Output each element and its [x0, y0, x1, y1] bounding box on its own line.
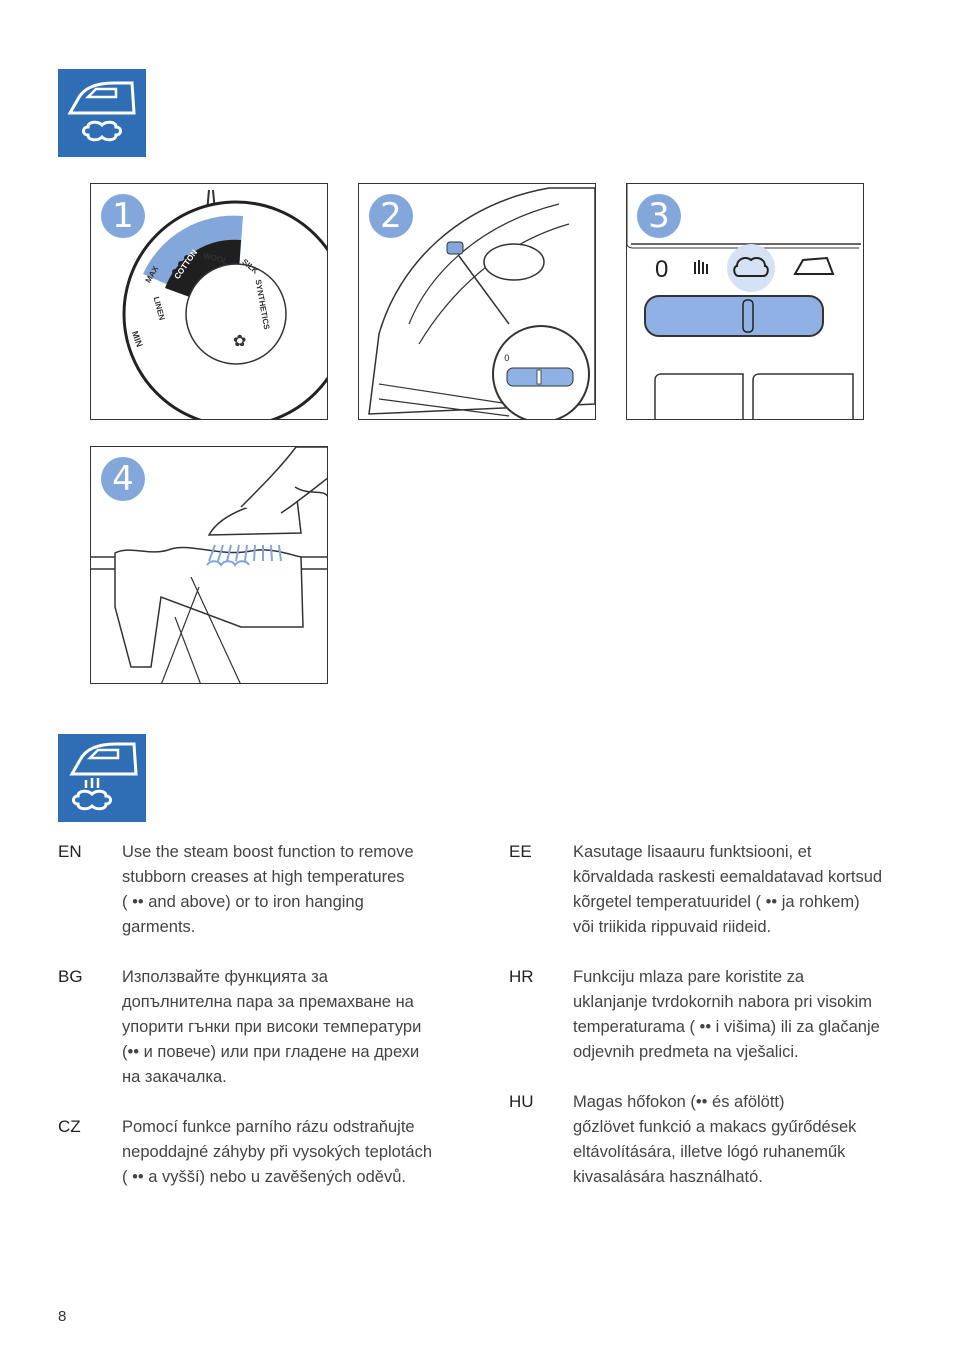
iron-steam-header-icon: [58, 69, 146, 157]
lang-code-ee: EE: [509, 842, 532, 861]
text-line: stubborn creases at high temperatures: [122, 868, 405, 886]
paragraph-cz: Pomocí funkce parního rázu odstraňujte n…: [122, 1115, 432, 1190]
step-2-panel: 2 0: [358, 183, 596, 420]
paragraph-hr: Funkciju mlaza pare koristite za uklanja…: [573, 965, 880, 1065]
step-number-2: 2: [369, 194, 413, 238]
paragraph-hu: Magas hőfokon (•• és afölött) gőzlövet f…: [573, 1090, 856, 1190]
text-line: ( •• a vyšší) nebo u zavěšených oděvů.: [122, 1168, 406, 1186]
text-line: kõrvaldada raskesti eemaldatavad kortsud: [573, 868, 883, 886]
svg-text:0: 0: [504, 354, 510, 364]
text-line: Използвайте функцията за: [122, 968, 328, 986]
text-line: eltávolítására, illetve lógó ruhaneműk: [573, 1143, 846, 1161]
text-line: uklanjanje tvrdokornih nabora pri visoki…: [573, 993, 872, 1011]
lang-code-hr: HR: [509, 967, 534, 986]
text-line: на закачалка.: [122, 1068, 227, 1086]
text-line: garments.: [122, 918, 196, 936]
page-number: 8: [58, 1308, 67, 1325]
lang-code-cz: CZ: [58, 1117, 81, 1136]
step-number-4: 4: [101, 457, 145, 501]
step-number-1: 1: [101, 194, 145, 238]
step-number-3: 3: [637, 194, 681, 238]
lang-code-en: EN: [58, 842, 82, 861]
steam-boost-header-icon: [58, 734, 146, 822]
lang-code-hu: HU: [509, 1092, 534, 1111]
lang-code-bg: BG: [58, 967, 83, 986]
slider-zero-label: 0: [655, 256, 669, 283]
text-line: gőzlövet funkció a makacs gyűrődések: [573, 1118, 857, 1136]
text-line: ( •• and above) or to iron hanging: [122, 893, 364, 911]
text-line: Use the steam boost function to remove: [122, 843, 414, 861]
text-line: упорити гънки при високи температури: [122, 1018, 422, 1036]
text-line: Kasutage lisaauru funktsiooni, et: [573, 843, 812, 861]
text-line: Pomocí funkce parního rázu odstraňujte: [122, 1118, 415, 1136]
step-3-panel: 3 0: [626, 183, 864, 420]
text-line: kõrgetel temperatuuridel ( •• ja rohkem): [573, 893, 860, 911]
text-line: odjevnih predmeta na vješalici.: [573, 1043, 799, 1061]
text-line: temperaturama ( •• i višima) ili za glač…: [573, 1018, 880, 1036]
text-line: nepoddajné záhyby při vysokých teplotách: [122, 1143, 433, 1161]
svg-text:✿: ✿: [233, 331, 246, 350]
text-line: допълнителна пара за премахване на: [122, 993, 414, 1011]
text-line: kivasalására használható.: [573, 1168, 763, 1186]
step-1-panel: 1 ✿ MIN LINEN MAX COTTON WOOL SILK SYNTH…: [90, 183, 328, 420]
text-line: või triikida rippuvaid riideid.: [573, 918, 772, 936]
text-line: Magas hőfokon (•• és afölött): [573, 1093, 785, 1111]
text-line: (•• и повече) или при гладене на дрехи: [122, 1043, 420, 1061]
paragraph-bg: Използвайте функцията за допълнителна па…: [122, 965, 421, 1090]
paragraph-ee: Kasutage lisaauru funktsiooni, et kõrval…: [573, 840, 882, 940]
paragraph-en: Use the steam boost function to remove s…: [122, 840, 414, 940]
text-line: Funkciju mlaza pare koristite za: [573, 968, 805, 986]
step-4-panel: 4: [90, 446, 328, 684]
